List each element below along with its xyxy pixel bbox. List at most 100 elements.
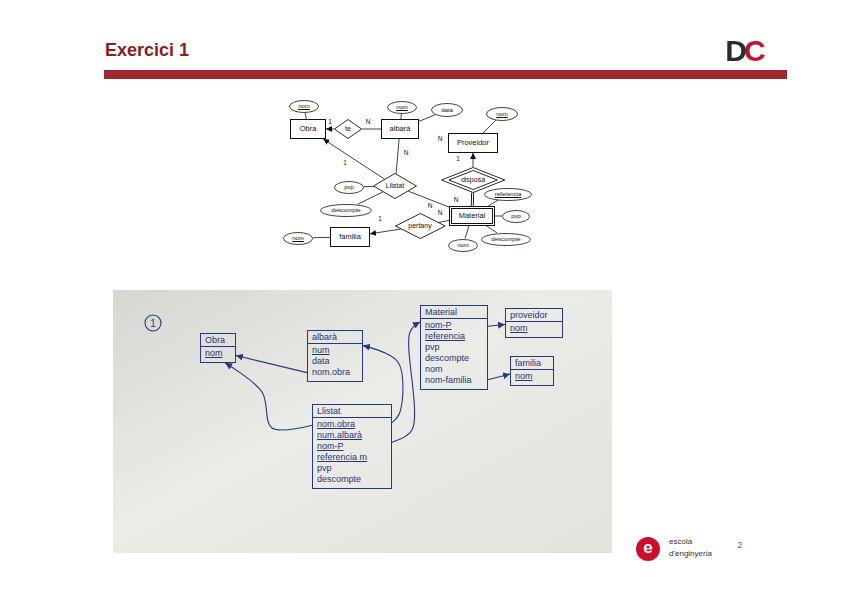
relation-table: albarànumdatanom.obra <box>307 330 363 382</box>
relationship-line <box>419 115 435 122</box>
table-name: Obra <box>201 335 235 347</box>
node-label: Material <box>459 212 486 221</box>
table-field: nom <box>511 371 537 382</box>
table-field: nom-P <box>421 320 456 331</box>
relationship-line <box>358 192 383 204</box>
diamond-outline <box>374 174 417 199</box>
relationship-diamond: Llistat <box>373 173 417 199</box>
foreign-key-arrow <box>488 374 510 380</box>
school-name: d'enginyeria <box>669 550 712 559</box>
table-name: Material <box>421 307 487 319</box>
ellipse-outline <box>487 108 518 121</box>
node-label: data <box>441 107 453 114</box>
ellipse-outline <box>432 104 463 117</box>
attribute-ellipse: num <box>387 101 417 114</box>
table-name: albarà <box>308 332 362 344</box>
node-label: te <box>345 125 351 133</box>
table-field: descompte <box>421 353 473 364</box>
node-label: pvp <box>511 213 521 220</box>
foreign-key-arrow <box>363 346 403 423</box>
foreign-key-arrow <box>225 363 312 430</box>
relationship-line <box>313 237 330 238</box>
relationship-diamond: te <box>334 119 362 139</box>
cardinality: N <box>403 149 410 156</box>
node-label: nom <box>292 235 304 242</box>
table-name: familia <box>511 358 553 370</box>
node-label: Llistat <box>386 182 404 190</box>
school-name: escola <box>669 538 692 547</box>
ellipse-outline <box>321 204 372 216</box>
relationship-line <box>408 191 449 207</box>
attribute-ellipse: referencia <box>484 188 532 201</box>
attribute-ellipse: nom <box>486 107 518 121</box>
node-label: nom <box>496 111 508 118</box>
entity-box: Obra <box>290 119 326 139</box>
cardinality: N <box>427 202 434 209</box>
attribute-ellipse: nom <box>289 100 319 113</box>
school-logo-mark <box>636 537 660 561</box>
table-field: referencia <box>421 331 469 342</box>
node-label: Obra <box>300 125 317 134</box>
attribute-ellipse: descompte <box>320 204 372 217</box>
callout-circle <box>145 315 161 331</box>
table-name: proveidor <box>506 310 562 322</box>
cardinality: 1 <box>377 215 383 222</box>
ellipse-outline <box>290 100 319 112</box>
ellipse-outline <box>449 239 478 251</box>
relationship-line <box>473 153 474 167</box>
foreign-key-arrow <box>392 322 420 442</box>
foreign-key-arrow <box>236 356 307 373</box>
node-label: familia <box>339 233 361 242</box>
cardinality: N <box>365 118 372 125</box>
diamond-outline <box>335 120 362 139</box>
table-field: descompte <box>313 474 365 485</box>
header-bar <box>104 70 787 79</box>
table-field: pvp <box>421 342 444 353</box>
cardinality: N <box>437 209 444 216</box>
cardinality: N <box>437 135 444 142</box>
cardinality: N <box>453 196 460 203</box>
table-field: nom <box>506 323 532 334</box>
table-field: num <box>308 345 334 356</box>
relationship-line <box>471 193 474 206</box>
slide-title: Exercici 1 <box>105 41 189 61</box>
relationship-line <box>362 129 381 130</box>
relationship-diamond: pertany <box>395 213 446 239</box>
relationship-line <box>483 120 496 133</box>
table-field: data <box>308 356 334 367</box>
relationship-line <box>487 226 497 233</box>
table-field: nom-P <box>313 441 348 452</box>
relationship-line <box>438 220 449 222</box>
attribute-ellipse: nom <box>283 232 313 245</box>
relation-table: Llistatnom.obranum.albarànom-Preferencia… <box>312 404 392 489</box>
ellipse-outline <box>482 233 531 245</box>
attribute-ellipse: data <box>431 103 463 117</box>
entity-box: Proveidor <box>448 133 498 153</box>
relationship-line <box>495 216 502 217</box>
node-label: Proveidor <box>457 139 489 148</box>
node-label: descompte <box>331 207 360 214</box>
table-field: nom <box>201 348 227 359</box>
ellipse-outline <box>485 188 532 200</box>
table-field: nom.obra <box>313 419 359 430</box>
table-field: pvp <box>313 463 336 474</box>
diamond-inner-outline <box>449 171 497 190</box>
logo-letter: e <box>643 539 652 558</box>
relation-table: familianom <box>510 356 554 386</box>
relation-table: Obranom <box>200 333 236 363</box>
table-field: nom-familia <box>421 375 476 386</box>
node-label: num <box>396 104 408 111</box>
attribute-ellipse: descompte <box>481 233 531 246</box>
node-label: nom <box>457 242 469 249</box>
table-name: Llistat <box>313 406 391 418</box>
table-field: referencia m <box>313 452 371 463</box>
node-label: pertany <box>408 222 431 230</box>
attribute-ellipse: nom <box>448 239 478 252</box>
relationship-line <box>326 129 334 130</box>
diamond-outline <box>395 214 445 239</box>
entity-box: albarà <box>381 119 419 139</box>
node-label: descompte <box>491 236 520 243</box>
relationship-line <box>370 229 401 234</box>
